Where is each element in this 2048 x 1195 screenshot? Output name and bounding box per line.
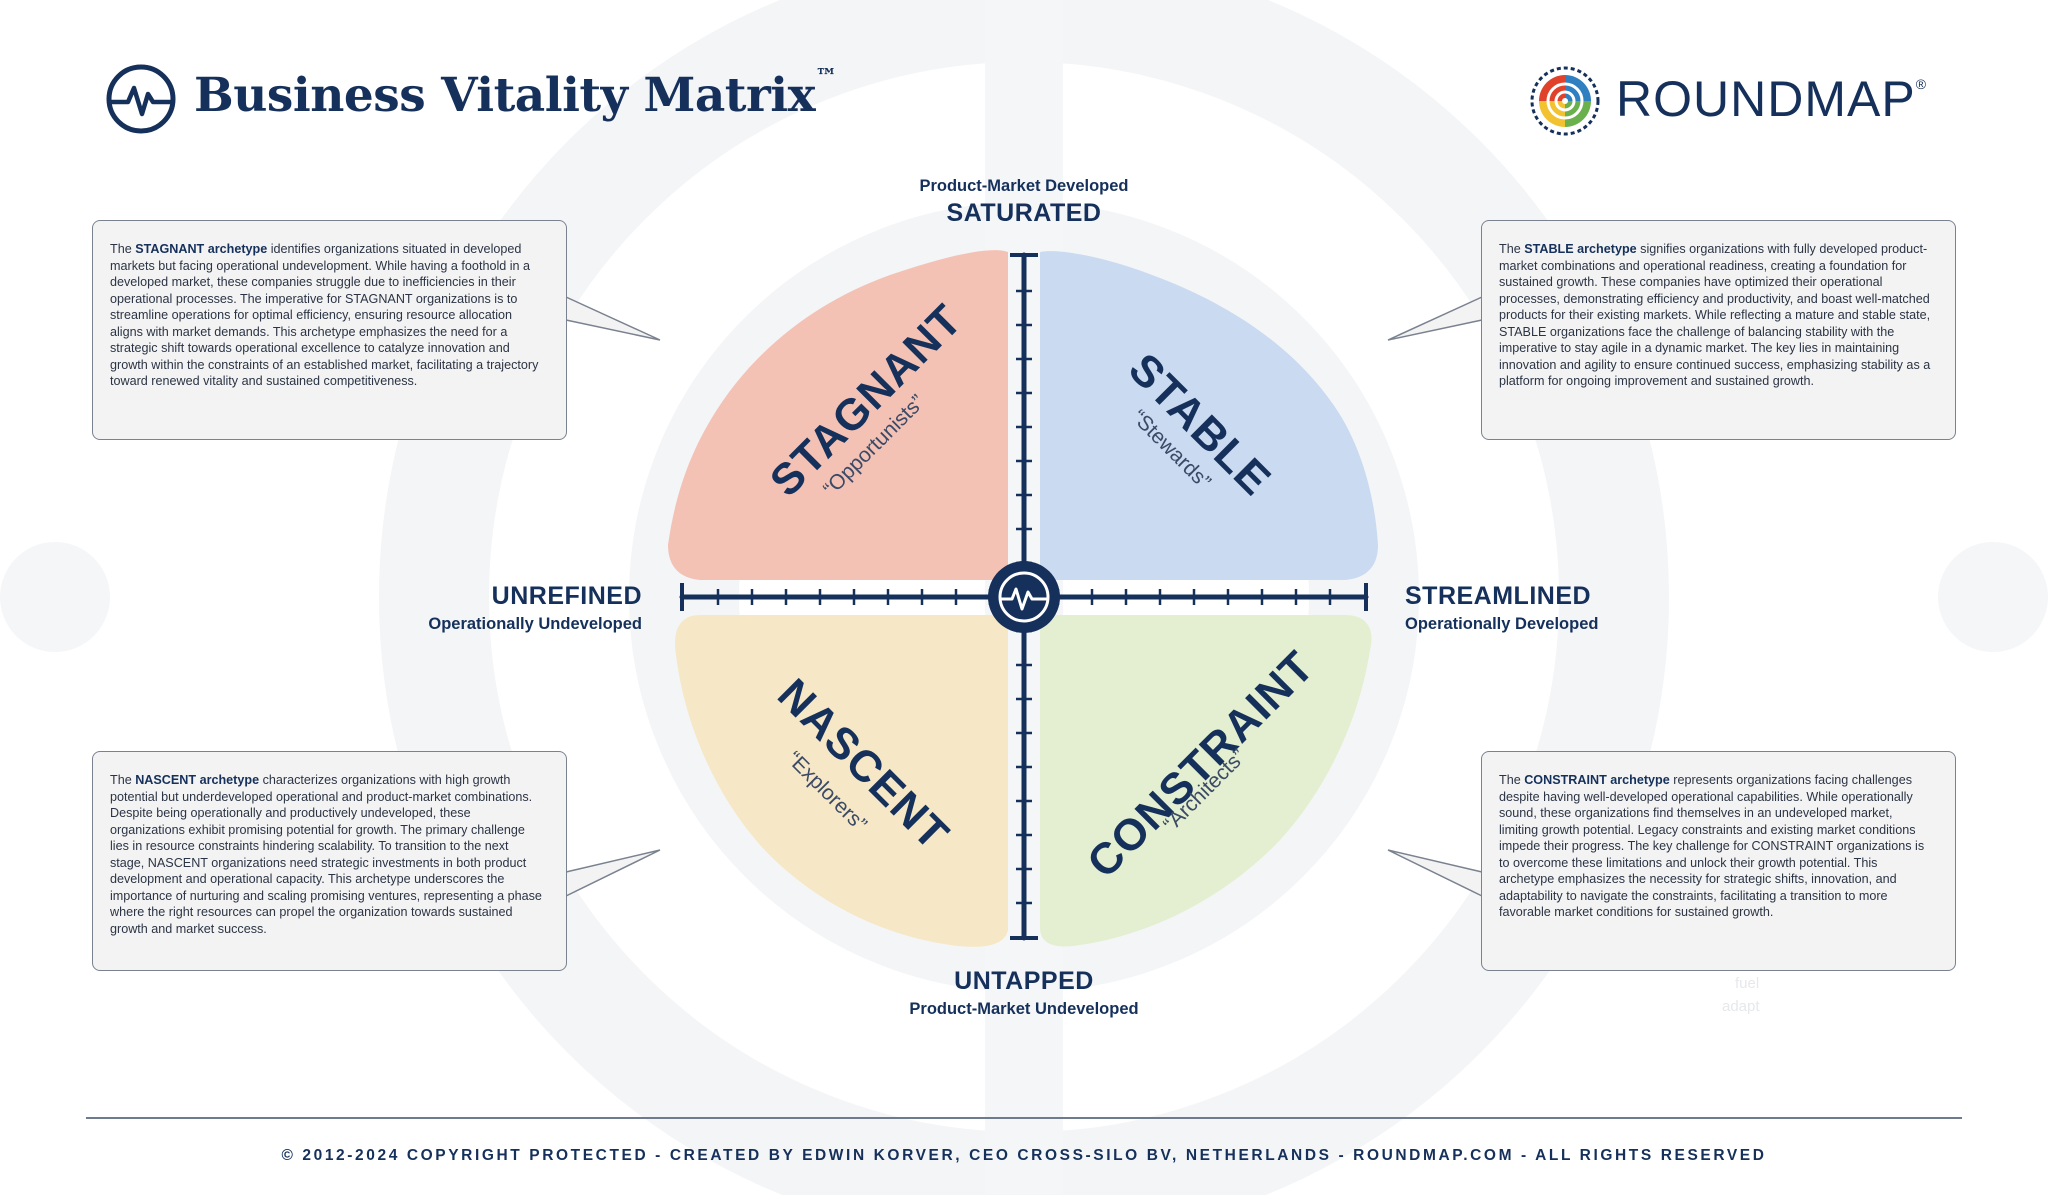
term-constraint: CONSTRAINT archetype [1524,773,1670,787]
axis-end-caps [680,253,1368,940]
quadrant-stable-shape [1040,251,1378,580]
watermark-word: adapt [1722,998,1760,1015]
center-pulse-icon [988,561,1060,633]
watermark-word: fuel [1735,975,1760,992]
quadrant-nascent-shape [675,615,1008,947]
axis-right-title: STREAMLINED [1405,582,1592,610]
quadrant-stagnant-shape [668,250,1008,581]
description-nascent: The NASCENT archetype characterizes orga… [92,751,567,971]
pulse-logo-icon [106,64,176,134]
callout-pointers [565,296,1483,897]
roundmap-logo-icon [1530,66,1600,136]
axis-left-subtitle: Operationally Undeveloped [428,615,642,633]
roundmap-wordmark: ROUNDMAP® [1616,71,1928,127]
description-constraint: The CONSTRAINT archetype represents orga… [1481,751,1956,971]
term-stable: STABLE archetype [1524,242,1637,256]
trademark: ™ [815,64,837,90]
term-stagnant: STAGNANT archetype [135,242,268,256]
axis-top-title: SATURATED [946,199,1102,227]
axis-bottom-subtitle: Product-Market Undeveloped [909,1000,1139,1018]
axis-bottom-title: UNTAPPED [954,967,1094,995]
axis-right-subtitle: Operationally Developed [1405,615,1599,633]
footer-divider [86,1117,1962,1119]
axis-top-subtitle: Product-Market Developed [919,177,1129,195]
quadrant-constraint-shape [1040,615,1372,947]
description-stable: The STABLE archetype signifies organizat… [1481,220,1956,440]
axis-left-title: UNREFINED [491,582,642,610]
description-stagnant: The STAGNANT archetype identifies organi… [92,220,567,440]
term-nascent: NASCENT archetype [135,773,260,787]
footer-copyright: © 2012-2024 COPYRIGHT PROTECTED - CREATE… [281,1147,1767,1164]
page-title: Business Vitality Matrix™ [194,64,837,123]
